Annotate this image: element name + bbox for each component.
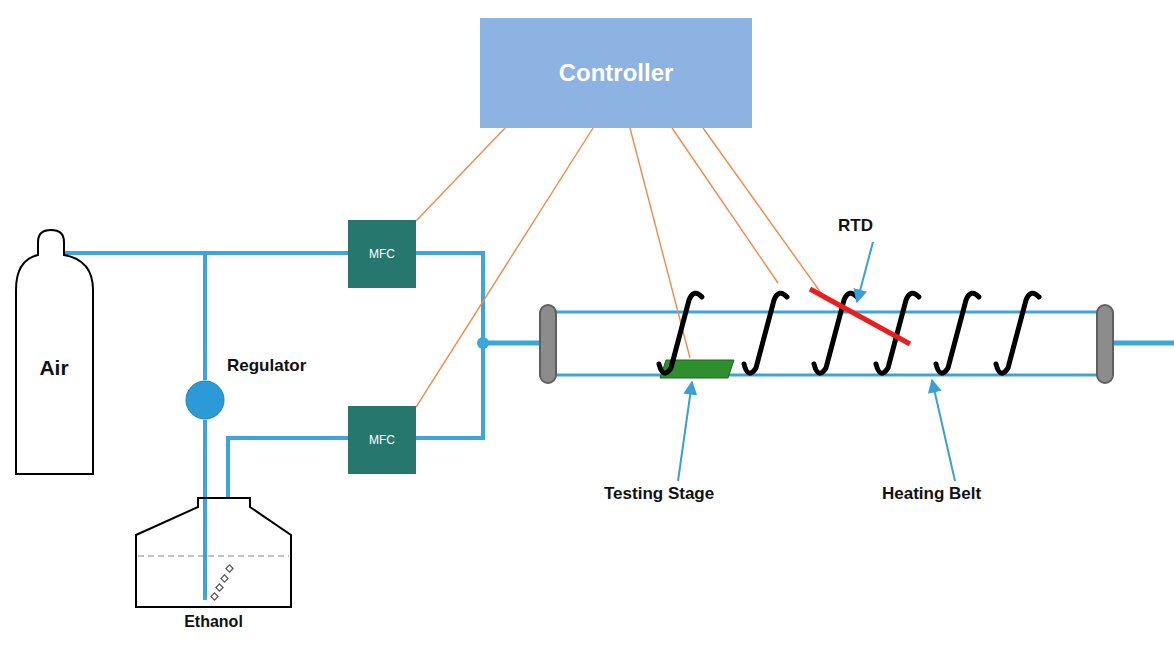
apparatus	[205, 128, 1174, 600]
bubbles	[211, 565, 233, 600]
heating-belt	[659, 293, 1039, 373]
controller-box: Controller	[480, 18, 752, 128]
testing-stage-label: Testing Stage	[604, 484, 714, 504]
node-label: Controller	[559, 59, 674, 87]
rtd-probe	[810, 289, 910, 344]
gas-line	[483, 341, 545, 346]
exhaust-line	[1105, 341, 1174, 346]
coil-winding	[744, 293, 787, 373]
gas-line	[203, 420, 207, 497]
leader-line	[678, 242, 955, 481]
tube-cap	[540, 305, 556, 383]
regulator-valve: Regulator	[185, 380, 225, 420]
gas-line	[416, 253, 483, 438]
tube-cap	[1097, 305, 1113, 383]
signal-wire	[416, 128, 593, 407]
node-label: MFC	[369, 247, 395, 261]
heating-belt-label: Heating Belt	[882, 484, 981, 504]
gas-cylinder-outline	[15, 230, 93, 475]
tube-wall	[550, 374, 1105, 377]
gas-cylinder: Air	[15, 230, 93, 475]
mass-flow-controller: MFC	[348, 406, 416, 474]
regulator-valve-outline	[185, 380, 225, 420]
mass-flow-controller: MFC	[348, 220, 416, 288]
signal-wire	[416, 128, 505, 221]
coil-winding	[659, 293, 702, 373]
junction-dot	[477, 337, 489, 349]
node-label: Ethanol	[184, 613, 243, 631]
coil-winding	[996, 293, 1039, 373]
coil-winding	[876, 293, 919, 373]
dip-tube	[203, 497, 207, 600]
node-label: MFC	[369, 433, 395, 447]
ethanol-bottle: Ethanol	[135, 497, 292, 637]
node-label: Regulator	[227, 356, 306, 376]
gas-line	[228, 438, 348, 497]
signal-wire	[630, 128, 826, 358]
coil-winding	[936, 293, 979, 373]
node-label: Air	[39, 356, 68, 380]
rtd-label: RTD	[838, 216, 873, 236]
